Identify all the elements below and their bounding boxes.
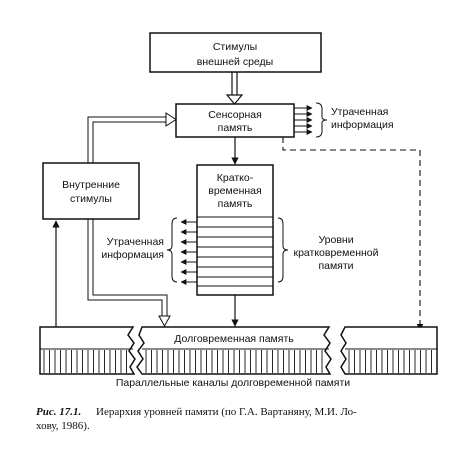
parallel-channel-hatching [43, 350, 432, 373]
long-term-left-segment [39, 326, 136, 375]
levels-line1: Уровни [318, 234, 353, 246]
external-stimuli-line2: внешней среды [197, 56, 273, 68]
figure-caption: Рис. 17.1. Иерархия уровней памяти (по Г… [36, 406, 357, 432]
parallel-channels-label: Параллельные каналы долговременной памят… [116, 377, 350, 389]
lost-info-left-line1: Утраченная [107, 236, 164, 248]
figure-number: Рис. 17.1. [36, 406, 81, 418]
sensory-memory-line1: Сенсорная [208, 109, 262, 121]
stimuli-to-sensory-arrow [225, 72, 244, 105]
caption-line2: хову, 1986). [36, 420, 90, 432]
short-term-memory-box: Кратко- временная память [196, 164, 274, 296]
lost-info-top-label: Утраченная информация [331, 106, 394, 131]
internal-stimuli-line2: стимулы [70, 193, 112, 205]
external-stimuli-line1: Стимулы [213, 41, 257, 53]
long-term-right-segment [340, 326, 438, 375]
levels-brace [277, 217, 289, 283]
sensory-to-parallel-channel-dashed [282, 137, 424, 331]
lost-info-top-line2: информация [331, 119, 394, 131]
lost-info-left-label: Утраченная информация [101, 236, 164, 261]
short-term-levels-label: Уровни кратковременной памяти [293, 234, 378, 272]
internal-stimuli-box: Внутренние стимулы [42, 162, 140, 220]
sensory-lost-arrows [294, 105, 313, 135]
internal-to-long-term-arrow [87, 219, 171, 328]
short-term-lost-arrows [180, 219, 197, 285]
short-term-lost-brace [166, 217, 178, 283]
lost-info-left-line2: информация [101, 249, 164, 261]
sensory-lost-brace [315, 102, 328, 138]
long-term-memory-label: Долговременная память [174, 333, 294, 345]
internal-stimuli-line1: Внутренние [62, 179, 120, 191]
short-term-line2: временная [208, 185, 261, 197]
short-term-line3: память [218, 198, 253, 210]
levels-line2: кратковременной [293, 247, 378, 259]
short-term-line1: Кратко- [217, 172, 254, 184]
caption-line1: Иерархия уровней памяти (по Г.А. Вартаня… [96, 406, 357, 418]
lost-info-top-line1: Утраченная [331, 106, 388, 118]
levels-line3: памяти [318, 260, 353, 272]
sensory-memory-line2: память [218, 122, 253, 134]
external-stimuli-box: Стимулы внешней среды [149, 32, 322, 73]
internal-to-sensory-arrow [87, 112, 177, 163]
sensory-memory-box: Сенсорная память [175, 103, 295, 138]
